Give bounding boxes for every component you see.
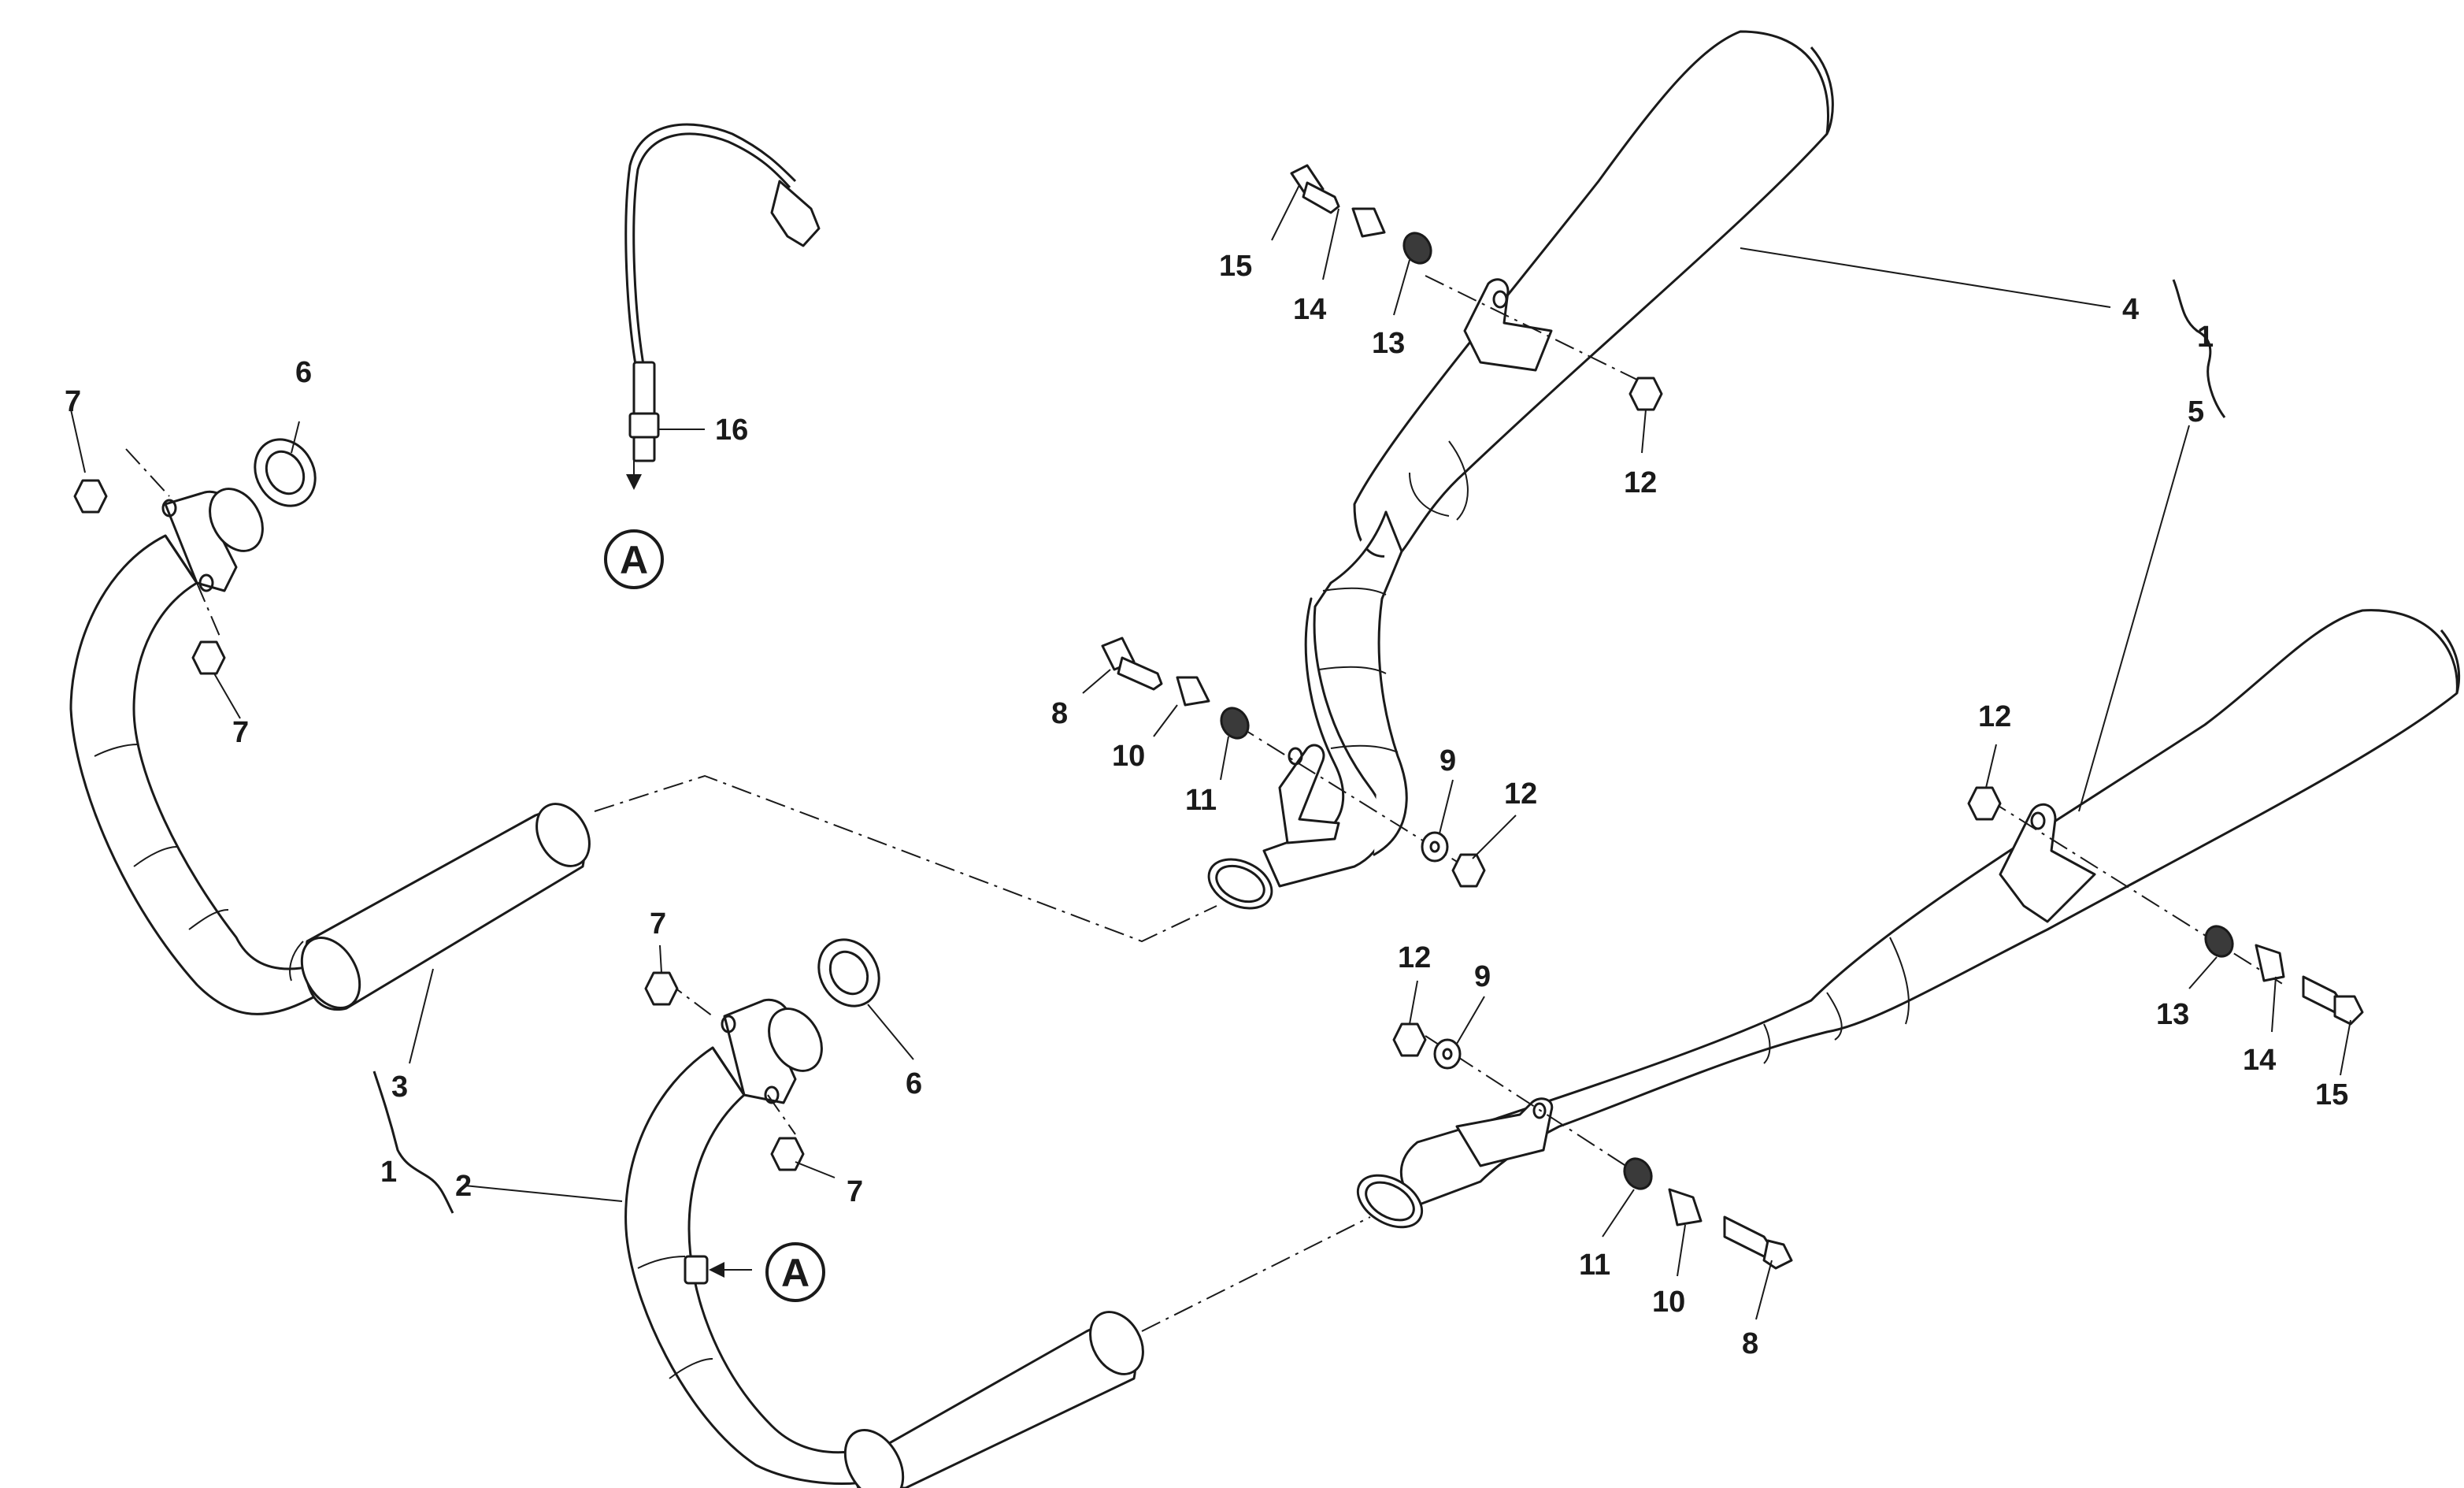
- nut-7-top-a: [73, 479, 108, 514]
- callout-5: 5: [2188, 395, 2204, 429]
- callout-15-right: 15: [2315, 1078, 2348, 1111]
- callout-7-bot-a: 7: [650, 907, 666, 941]
- callout-13-right: 13: [2156, 998, 2189, 1031]
- gasket-6-top: [254, 438, 317, 507]
- callout-1-left: 1: [380, 1156, 397, 1189]
- nut-7-top-b: [191, 640, 226, 675]
- hardware-upper: [1290, 164, 1663, 411]
- reference-marker-a-bottom-label: A: [781, 1251, 810, 1295]
- callout-6-bot: 6: [906, 1067, 922, 1100]
- upper-header-pipe-part-3: [69, 488, 591, 1015]
- callout-numbers: 4 1 5 15 14 13 12 16 6 7 7 8 10 11 9 12 …: [65, 250, 2348, 1360]
- lower-header-pipe-part-2: [624, 998, 1144, 1488]
- hardware-right: [1967, 786, 2364, 1026]
- callout-11-low: 11: [1579, 1249, 1610, 1282]
- nut-7-bot-a: [644, 971, 679, 1006]
- callout-4: 4: [2122, 293, 2139, 326]
- leader-lines: [70, 184, 2351, 1320]
- callout-12-low: 12: [1398, 941, 1431, 974]
- oxygen-sensor-part-16: [624, 123, 821, 490]
- callout-12-mid: 12: [1504, 777, 1537, 811]
- callout-16: 16: [715, 414, 748, 447]
- sensor-boss: [684, 1255, 709, 1285]
- hardware-lower: [1392, 1022, 1793, 1270]
- callout-7-bot-b: 7: [847, 1175, 863, 1208]
- callout-11-mid: 11: [1185, 784, 1217, 817]
- callout-7-top-b: 7: [232, 716, 249, 749]
- upper-silencer-part-4: [1207, 30, 1834, 910]
- callout-12-top: 12: [1624, 466, 1657, 499]
- lower-silencer-part-5: [1356, 609, 2461, 1229]
- callout-9-low: 9: [1474, 960, 1491, 993]
- gasket-6-bot: [817, 938, 880, 1007]
- callout-14-top: 14: [1293, 293, 1326, 326]
- callout-8-low: 8: [1742, 1327, 1758, 1360]
- hardware-middle: [1101, 636, 1486, 888]
- callout-7-top-a: 7: [65, 385, 81, 418]
- callout-12-right: 12: [1978, 700, 2011, 733]
- callout-3: 3: [391, 1071, 408, 1104]
- callout-2: 2: [455, 1170, 472, 1203]
- gaskets-and-nuts: [73, 438, 880, 1171]
- callout-10-mid: 10: [1112, 740, 1145, 773]
- callout-14-right: 14: [2243, 1044, 2276, 1077]
- callout-13-top: 13: [1372, 327, 1405, 360]
- callout-9-mid: 9: [1439, 744, 1456, 777]
- callout-1-right: 1: [2197, 321, 2214, 354]
- callout-6-top: 6: [295, 356, 312, 389]
- reference-marker-a-top: A: [604, 529, 664, 589]
- reference-marker-a-top-label: A: [620, 538, 648, 582]
- reference-marker-a-bottom: A: [765, 1242, 825, 1302]
- nut-7-bot-b: [770, 1137, 805, 1171]
- callout-15-top: 15: [1219, 250, 1252, 283]
- assembly-braces: [372, 279, 2226, 1214]
- callout-8-mid: 8: [1051, 697, 1068, 730]
- callout-10-low: 10: [1652, 1286, 1685, 1319]
